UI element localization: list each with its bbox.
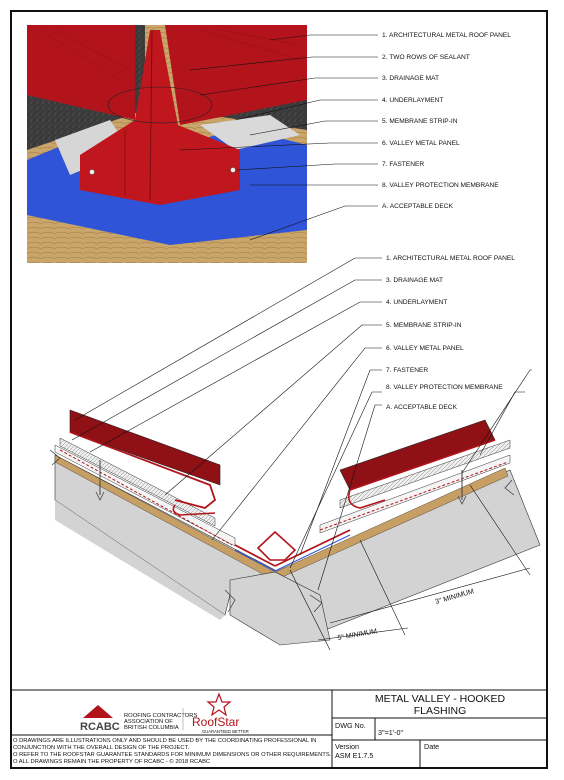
bottom-label-7: 7. FASTENER bbox=[386, 367, 428, 374]
note-3: O REFER TO THE ROOFSTAR GUARANTEE STANDA… bbox=[13, 752, 332, 758]
bottom-label-8: 8. VALLEY PROTECTION MEMBRANE bbox=[386, 384, 503, 391]
scale-value: 3"=1'-0" bbox=[378, 728, 404, 737]
roofstar-sub: GUARANTEED BETTER bbox=[202, 729, 249, 734]
star-icon bbox=[206, 692, 232, 717]
rcabc-name-3: BRITISH COLUMBIA bbox=[124, 725, 179, 731]
note-2: CONJUNCTION WITH THE OVERALL DESIGN OF T… bbox=[13, 745, 189, 751]
bottom-label-4: 4. UNDERLAYMENT bbox=[386, 299, 447, 306]
bottom-label-5: 5. MEMBRANE STRIP-IN bbox=[386, 322, 462, 329]
roofstar-logo-text: RoofStar bbox=[192, 715, 239, 729]
top-label-3: 3. DRAINAGE MAT bbox=[382, 75, 439, 82]
dimension-right: 3" MINIMUM bbox=[435, 588, 475, 606]
rcabc-name-2: ASSOCIATION OF bbox=[124, 719, 173, 725]
top-label-4: 4. UNDERLAYMENT bbox=[382, 97, 443, 104]
bottom-leader-lines bbox=[71, 257, 532, 591]
top-label-8: 8. VALLEY PROTECTION MEMBRANE bbox=[382, 182, 499, 189]
rcabc-logo-text: RCABC bbox=[80, 721, 120, 733]
version-label: Version bbox=[335, 742, 359, 751]
note-4: O ALL DRAWINGS REMAIN THE PROPERTY OF RC… bbox=[13, 758, 210, 765]
top-label-1: 1. ARCHITECTURAL METAL ROOF PANEL bbox=[382, 32, 511, 39]
note-1: O DRAWINGS ARE ILLUSTRATIONS ONLY AND SH… bbox=[13, 738, 316, 744]
rcabc-logo: RCABC ROOFING CONTRACTORS ASSOCIATION OF… bbox=[80, 705, 197, 733]
top-labels: 1. ARCHITECTURAL METAL ROOF PANEL 2. TWO… bbox=[382, 32, 511, 210]
drawing-title-line-2: FLASHING bbox=[414, 705, 467, 717]
bottom-label-6: 6. VALLEY METAL PANEL bbox=[386, 345, 464, 352]
title-block bbox=[10, 689, 548, 769]
bottom-label-a: A. ACCEPTABLE DECK bbox=[386, 404, 458, 411]
bottom-label-3: 3. DRAINAGE MAT bbox=[386, 277, 443, 284]
valley-render-image bbox=[27, 25, 307, 263]
top-label-2: 2. TWO ROWS OF SEALANT bbox=[382, 54, 470, 61]
rcabc-name-1: ROOFING CONTRACTORS bbox=[124, 713, 197, 719]
top-label-a: A. ACCEPTABLE DECK bbox=[382, 203, 454, 210]
dimension-left: 5" MINIMUM bbox=[337, 628, 378, 642]
top-leader-lines bbox=[179, 34, 378, 241]
roofstar-logo: RoofStar GUARANTEED BETTER bbox=[192, 692, 249, 734]
bottom-labels: 1. ARCHITECTURAL METAL ROOF PANEL 3. DRA… bbox=[386, 255, 515, 411]
date-label: Date bbox=[424, 742, 439, 751]
drawing-frame bbox=[10, 10, 548, 769]
section-detail bbox=[49, 409, 541, 646]
drawing-title-line-1: METAL VALLEY - HOOKED bbox=[375, 693, 506, 705]
version-value: ASM E1.7.5 bbox=[335, 751, 373, 760]
bottom-label-1: 1. ARCHITECTURAL METAL ROOF PANEL bbox=[386, 255, 515, 262]
dwg-label: DWG No. bbox=[335, 721, 366, 730]
top-label-5: 5. MEMBRANE STRIP-IN bbox=[382, 118, 458, 125]
top-label-7: 7. FASTENER bbox=[382, 161, 424, 168]
dimension-lines bbox=[289, 484, 531, 651]
top-label-6: 6. VALLEY METAL PANEL bbox=[382, 140, 460, 147]
